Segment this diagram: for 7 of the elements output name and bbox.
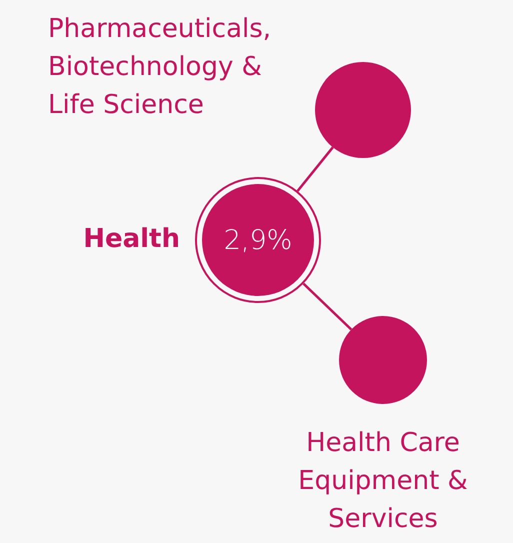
- value-circle: [202, 184, 314, 296]
- sector-label: Health: [82, 223, 180, 256]
- percentage-value: 2,9%: [224, 224, 292, 256]
- connector-line: [302, 282, 352, 330]
- connector-line: [296, 146, 334, 192]
- category-label: Health Care Equipment & Services: [297, 427, 469, 536]
- category-label: Pharmaceuticals, Biotechnology & Life Science: [48, 13, 272, 122]
